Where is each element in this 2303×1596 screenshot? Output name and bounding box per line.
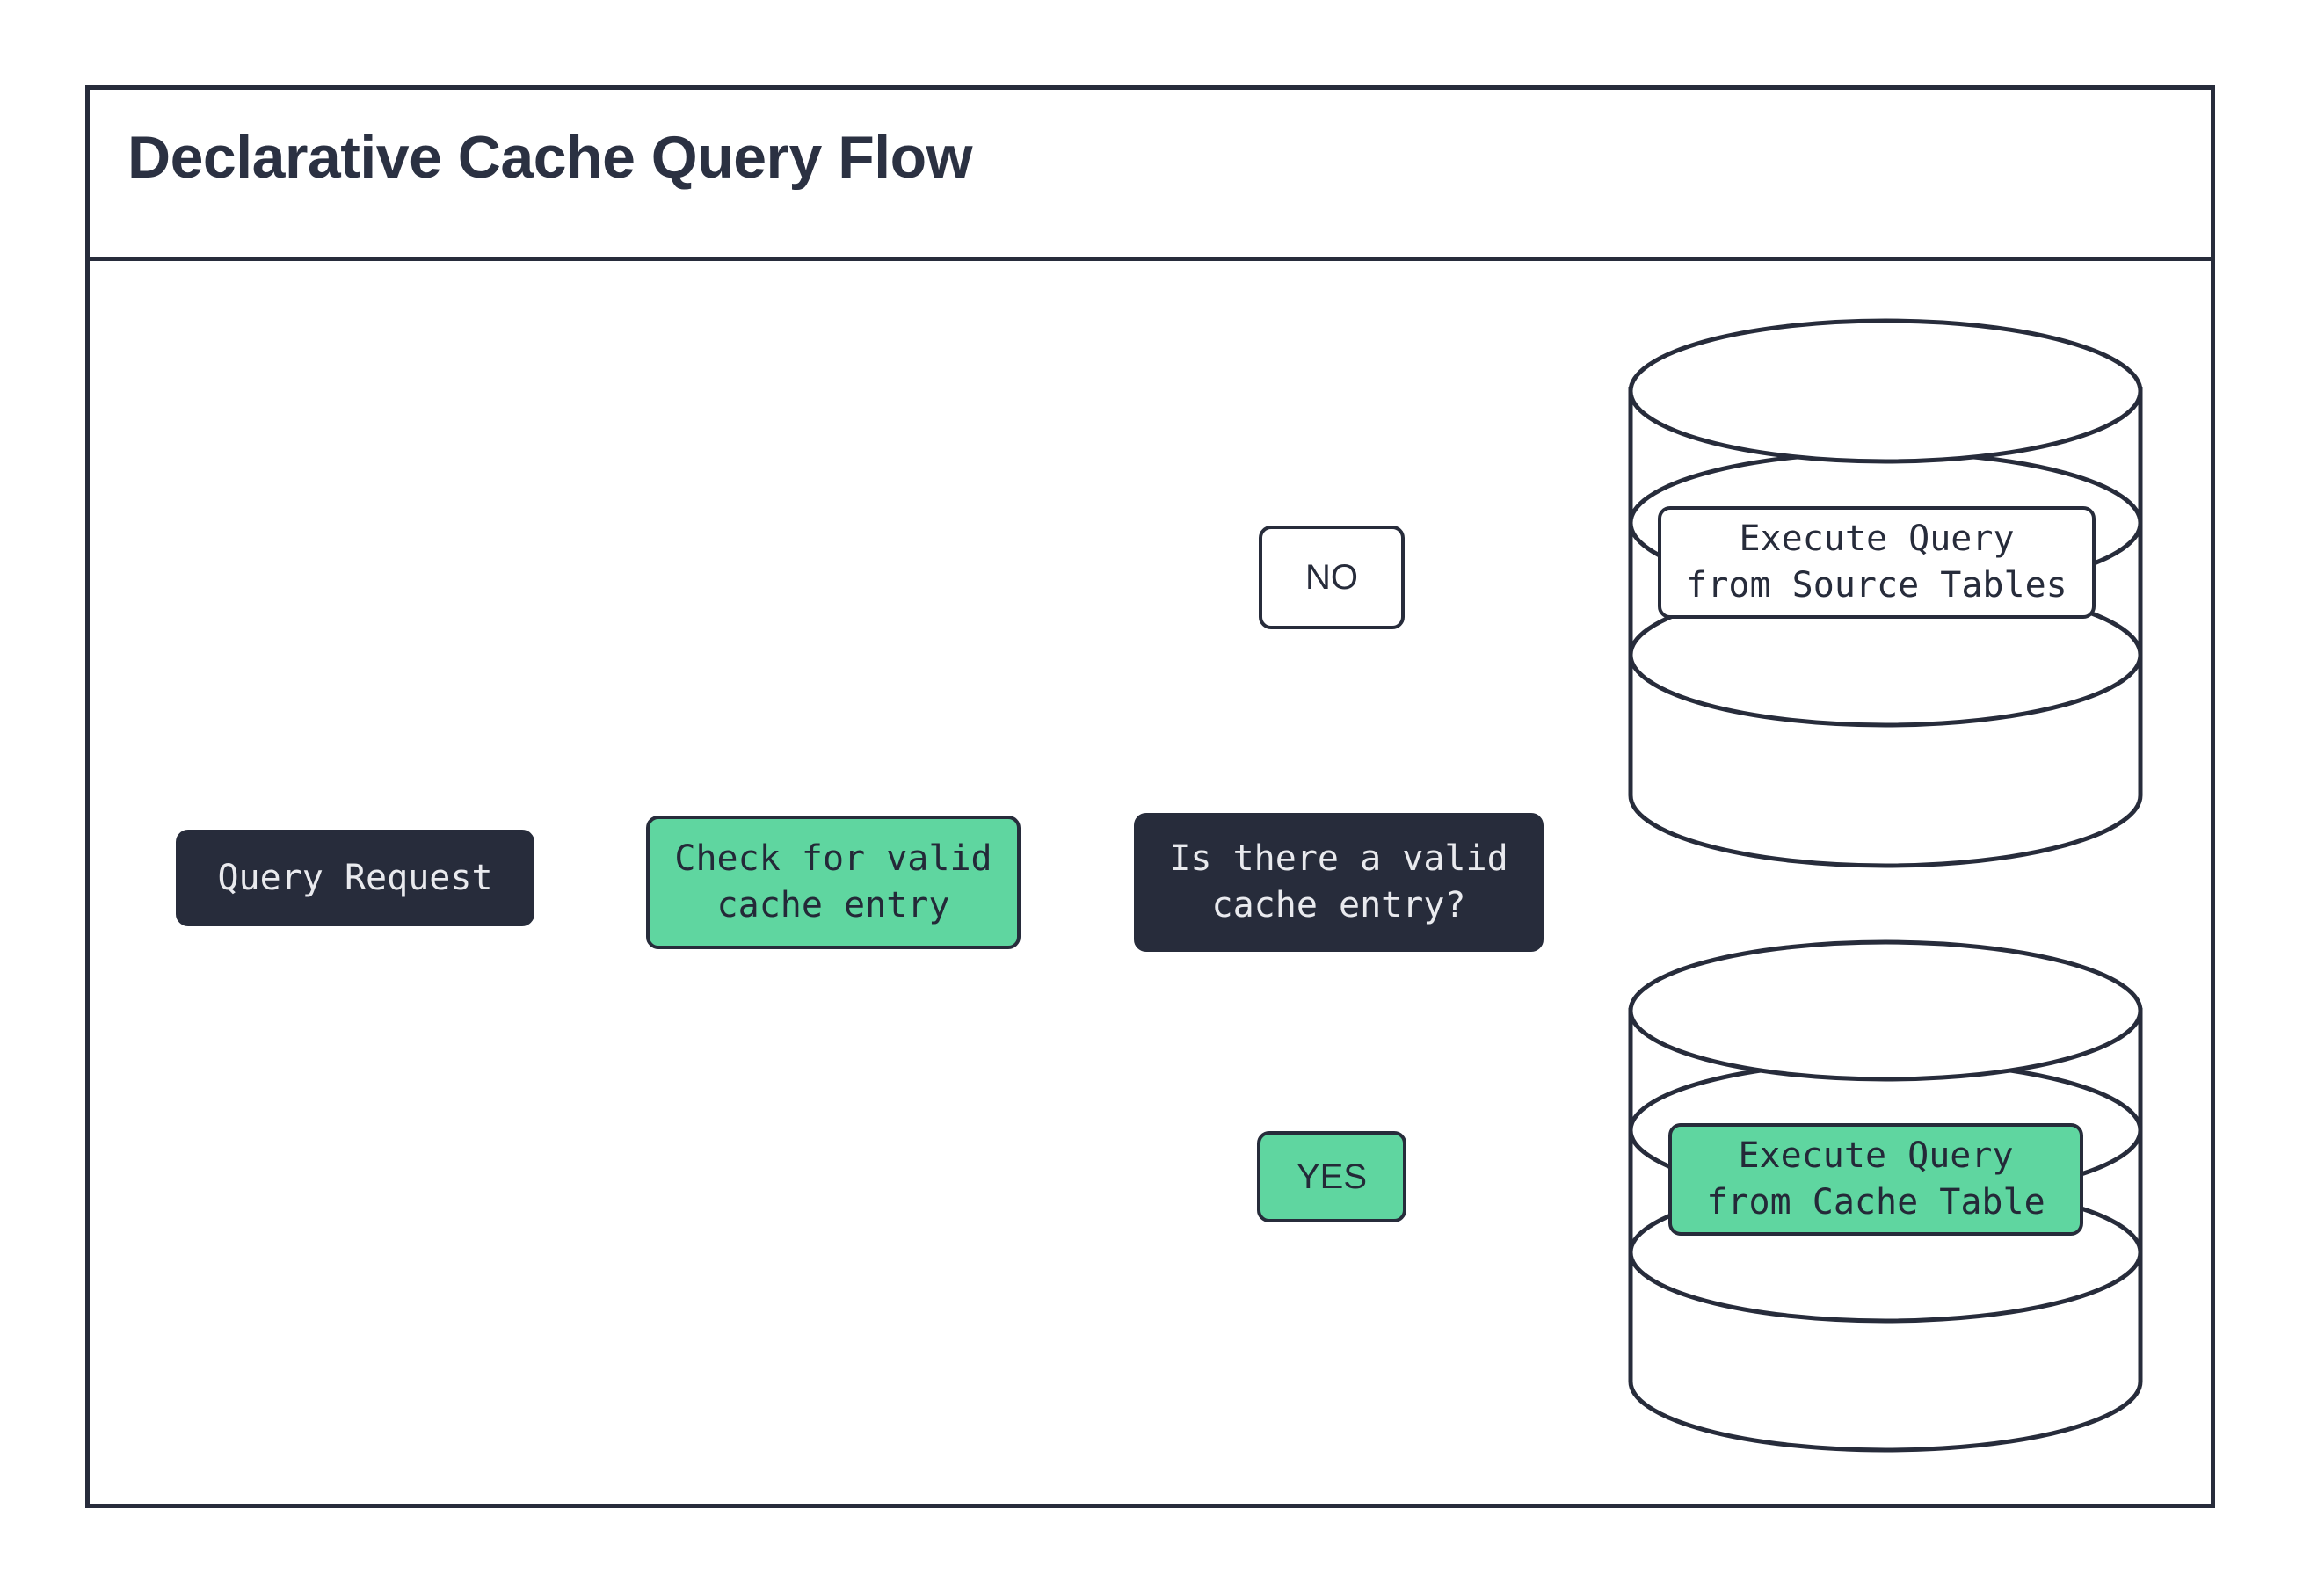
node-label-source-db[interactable]: Execute Query from Source Tables [1658, 506, 2096, 619]
node-label-cache-db[interactable]: Execute Query from Cache Table [1668, 1123, 2083, 1236]
node-decision-valid-cache-entry[interactable]: Is there a valid cache entry? [1134, 813, 1544, 952]
node-query-request[interactable]: Query Request [176, 830, 534, 926]
node-check-for-valid-cache-entry[interactable]: Check for valid cache entry [646, 816, 1021, 949]
page-title: Declarative Cache Query Flow [127, 124, 973, 191]
diagram-header: Declarative Cache Query Flow [90, 90, 2211, 261]
branch-label-no[interactable]: NO [1259, 526, 1405, 629]
branch-label-yes[interactable]: YES [1257, 1131, 1406, 1222]
